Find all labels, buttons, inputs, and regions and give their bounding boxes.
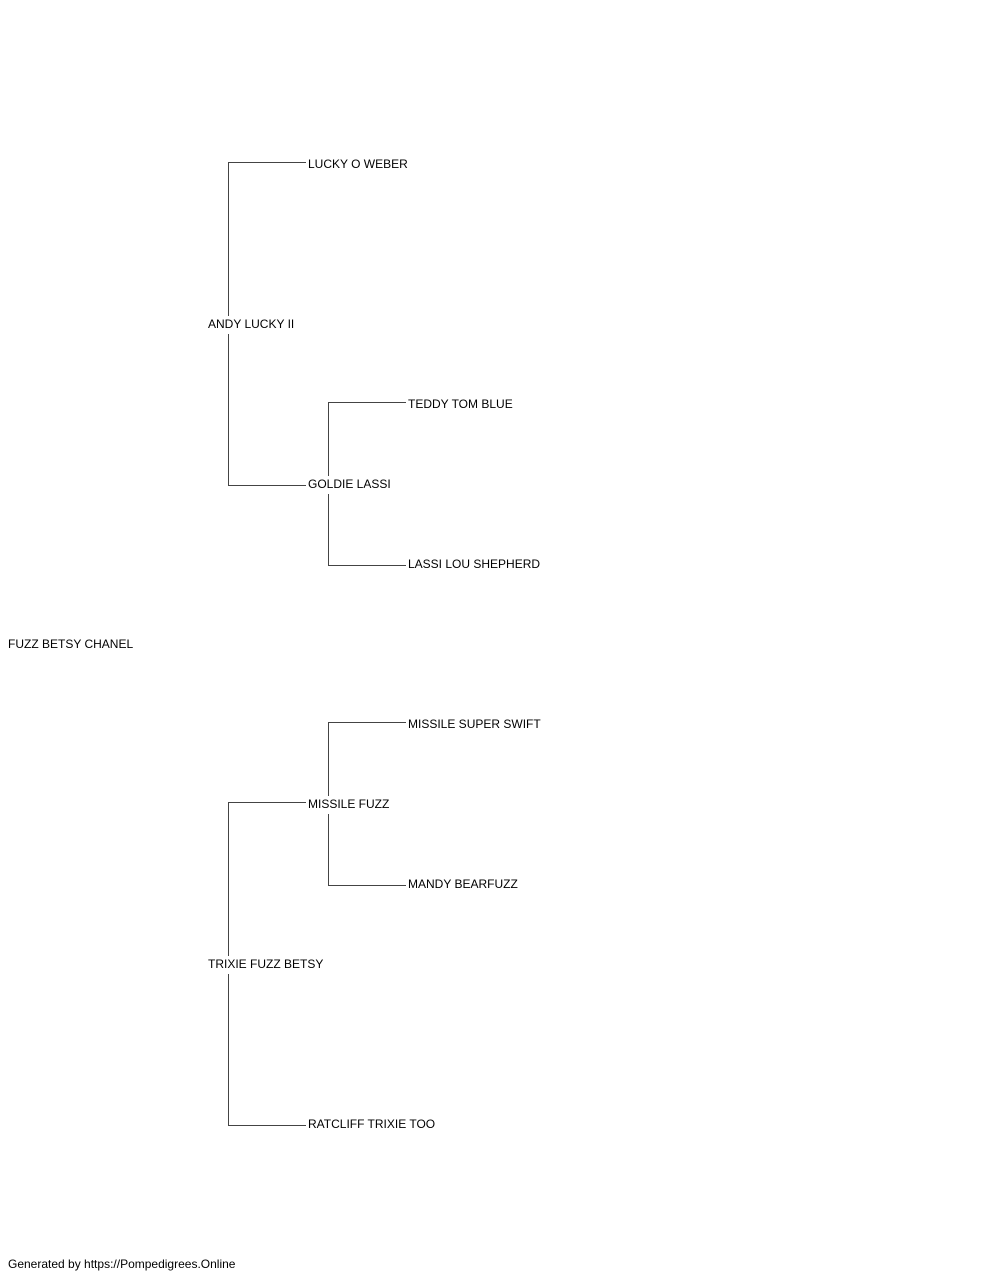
sire-name: ANDY LUCKY II	[208, 317, 295, 331]
dam-sire-sire-name: MISSILE SUPER SWIFT	[408, 717, 541, 731]
dam-sire-name: MISSILE FUZZ	[308, 797, 390, 811]
subject-name: FUZZ BETSY CHANEL	[8, 637, 134, 651]
sire-sire-name: LUCKY O WEBER	[308, 157, 408, 171]
generated-by-footer: Generated by https://Pompedigrees.Online	[8, 1257, 236, 1271]
connector-trixie-to-ratcliff-trixie-too	[228, 974, 306, 1126]
connector-goldie-to-teddy-tom-blue	[328, 402, 406, 476]
connector-andy-to-goldie-lassi	[228, 334, 306, 486]
connector-missile-to-missile-super-swift	[328, 722, 406, 796]
sire-dam-name: GOLDIE LASSI	[308, 477, 391, 491]
connector-goldie-to-lassi-lou-shepherd	[328, 494, 406, 566]
sire-dam-sire-name: TEDDY TOM BLUE	[408, 397, 513, 411]
dam-dam-name: RATCLIFF TRIXIE TOO	[308, 1117, 436, 1131]
connector-andy-to-lucky-o-weber	[228, 162, 306, 316]
connector-missile-to-mandy-bearfuzz	[328, 814, 406, 886]
dam-name: TRIXIE FUZZ BETSY	[208, 957, 324, 971]
dam-sire-dam-name: MANDY BEARFUZZ	[408, 877, 518, 891]
connector-trixie-to-missile-fuzz	[228, 802, 306, 956]
sire-dam-dam-name: LASSI LOU SHEPHERD	[408, 557, 541, 571]
